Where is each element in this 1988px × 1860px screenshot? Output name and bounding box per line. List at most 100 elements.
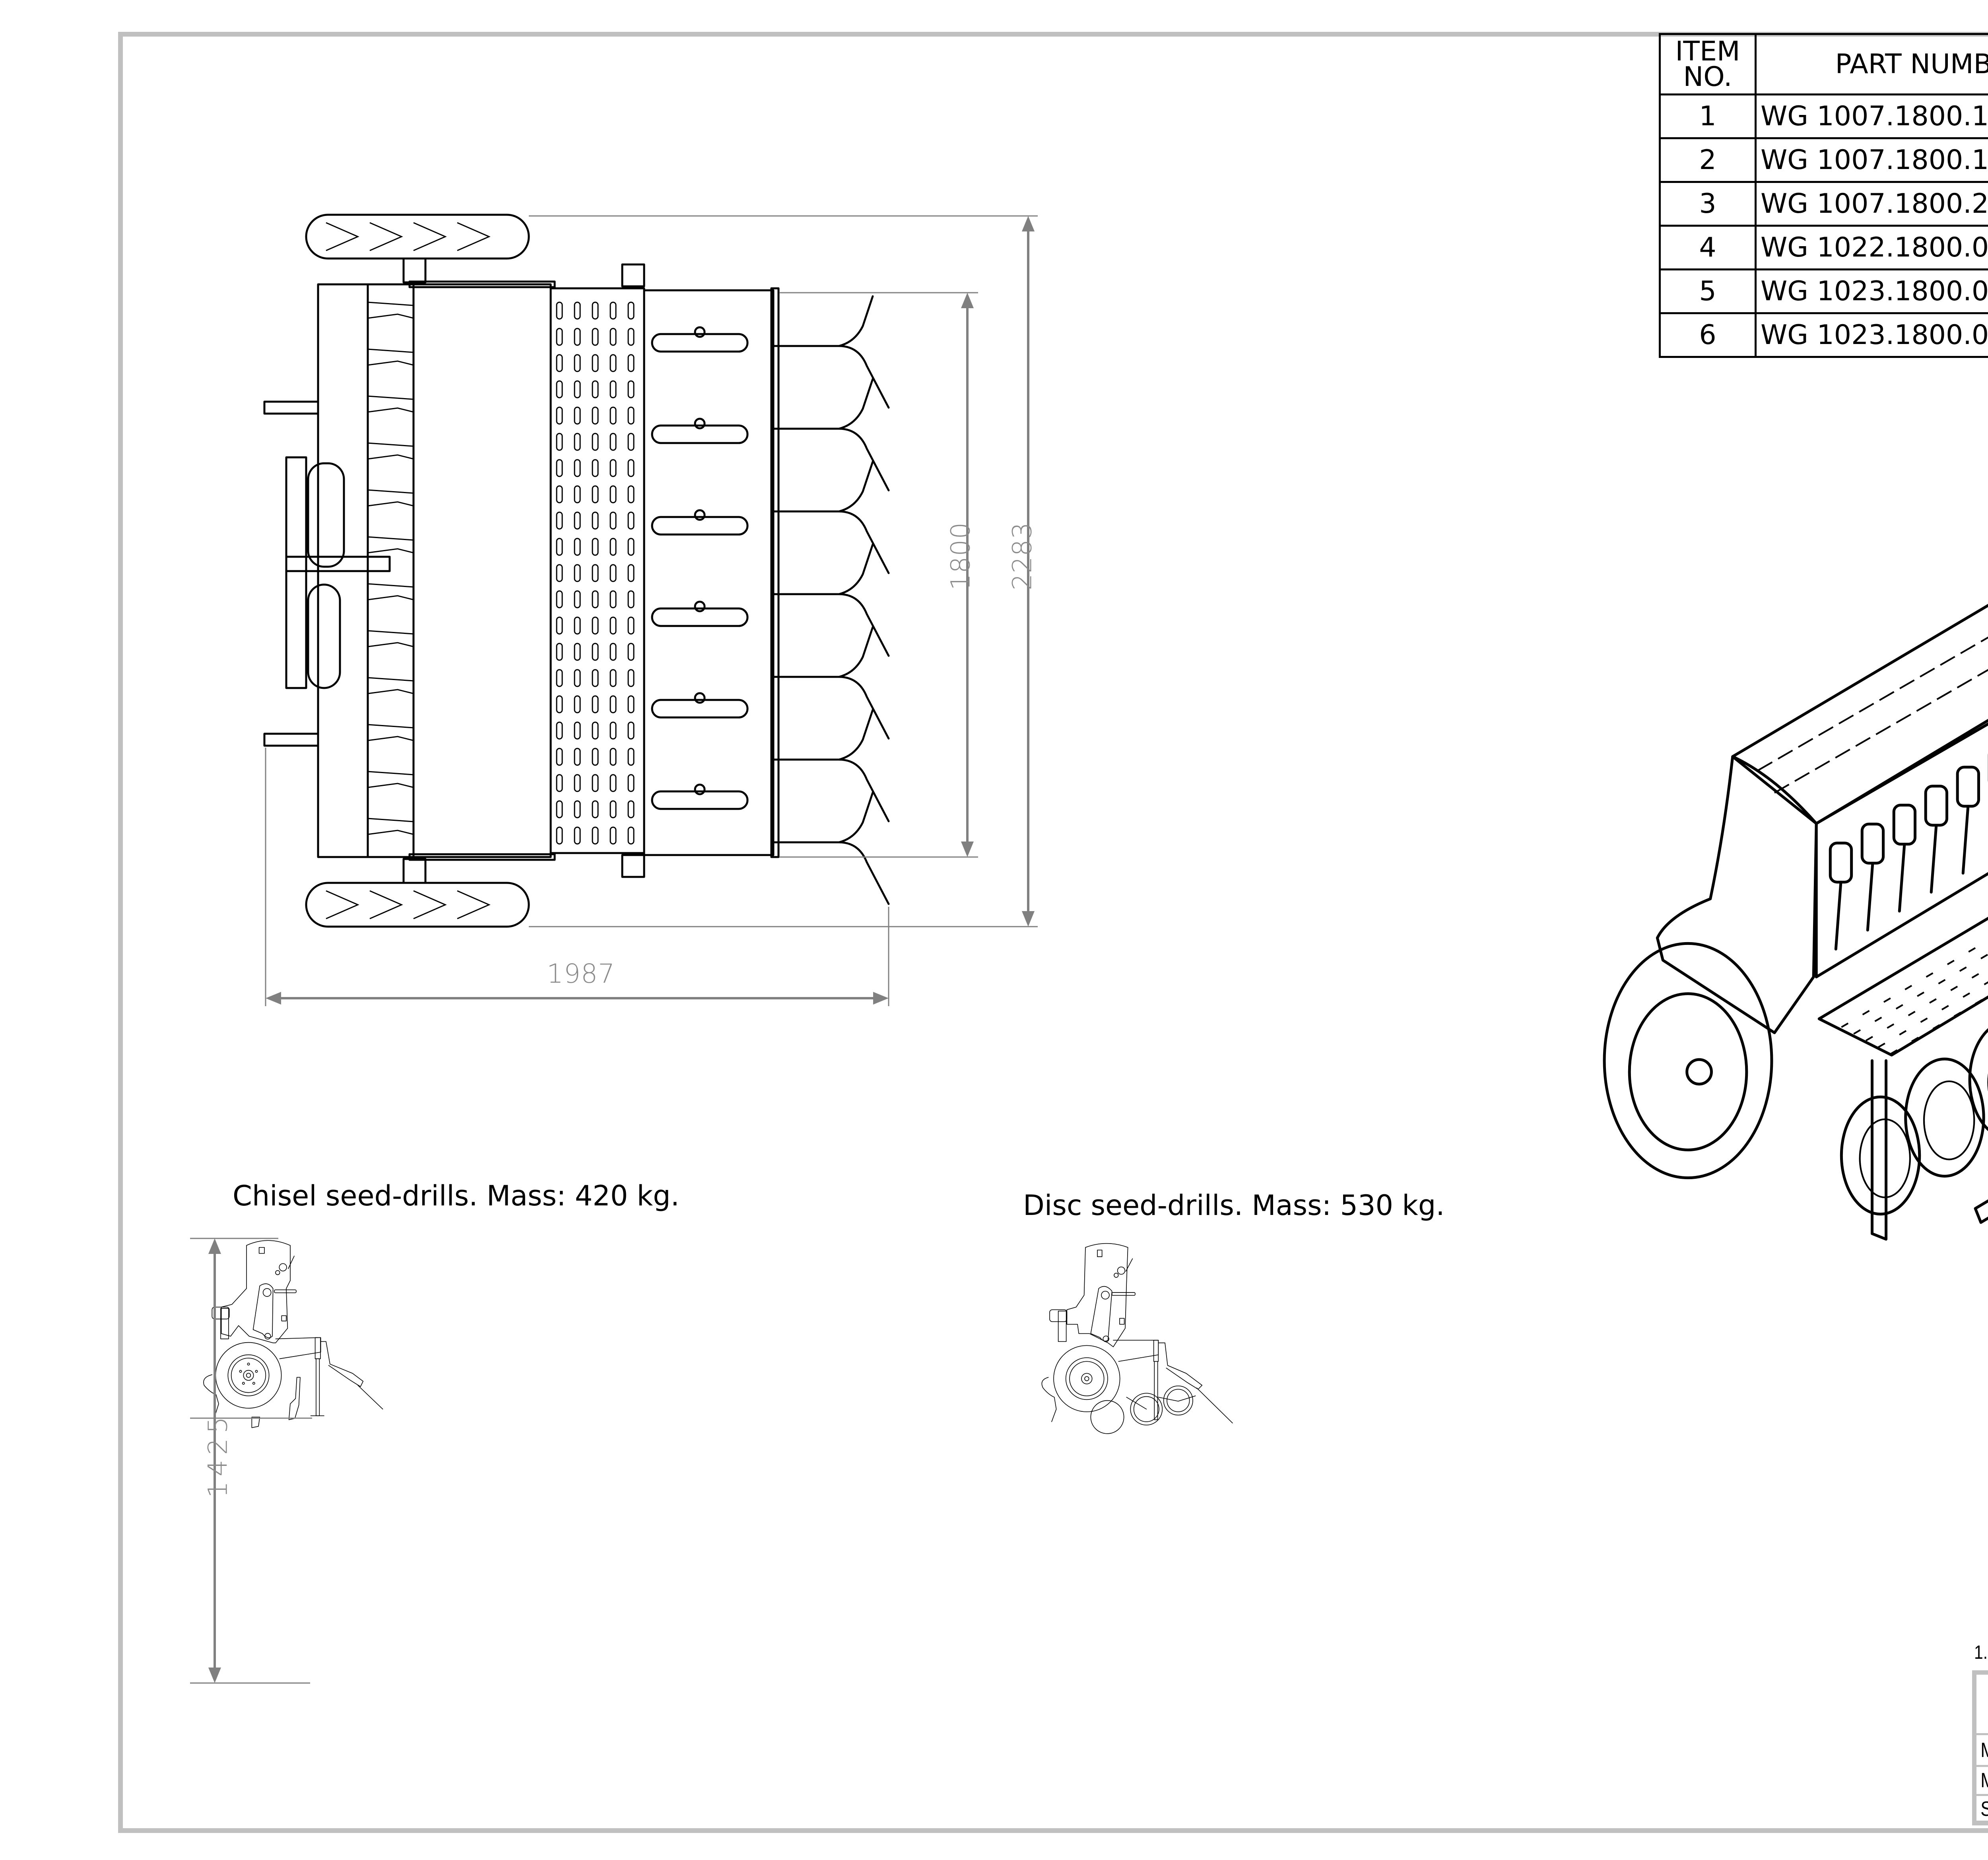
board-slot (556, 459, 563, 477)
board-slot (574, 695, 581, 713)
board-slot (1883, 997, 1891, 1003)
seed-tube (1834, 880, 1842, 950)
dimension-label-1987: 1987 (547, 958, 615, 989)
bom-row: 6WG 1023.1800.060Board1 (1659, 312, 1988, 358)
board-slot (1899, 1030, 1907, 1036)
board-slot (610, 406, 617, 425)
board-slot (574, 354, 581, 372)
board-slot (592, 511, 599, 530)
board-slot (1963, 992, 1971, 998)
coulter-outline (367, 348, 414, 366)
coulter-outline (367, 442, 414, 460)
top-view-disk-frame (643, 289, 775, 856)
board-slot (556, 669, 563, 687)
bom-cell-item: 6 (1659, 312, 1757, 358)
harrow-tine (772, 791, 890, 905)
board-slot (627, 538, 635, 556)
board-slot (1968, 947, 1976, 953)
board-slot (574, 748, 581, 766)
pressure-pad (651, 607, 749, 627)
pressure-pad (651, 699, 749, 719)
harrow-tine (772, 626, 890, 740)
bom-cell-item: 4 (1659, 225, 1757, 270)
board-slot (574, 721, 581, 740)
board-slot (1890, 1049, 1898, 1055)
board-slot (627, 590, 635, 608)
bom-row: 5WG 1023.1800.020Disk frame1 (1659, 268, 1988, 314)
board-slot (574, 590, 581, 608)
board-slot (610, 433, 617, 451)
board-slot (627, 669, 635, 687)
board-slot (592, 538, 599, 556)
board-slot (574, 406, 581, 425)
board-slot (1959, 966, 1967, 972)
dimension-1987 (265, 748, 889, 1006)
board-slot (1971, 973, 1979, 979)
company-name: Work Gadget (1976, 1684, 1988, 1724)
board-slot (556, 538, 563, 556)
board-slot (556, 590, 563, 608)
board-slot (1853, 1029, 1861, 1035)
board-slot (627, 564, 635, 582)
board-slot (556, 485, 563, 503)
board-slot (610, 748, 617, 766)
board-slot (574, 564, 581, 582)
board-slot (556, 695, 563, 713)
board-slot (627, 800, 635, 818)
pad-bolt (694, 601, 706, 612)
board-slot (627, 301, 635, 320)
board-slot (610, 669, 617, 687)
board-slot (592, 616, 599, 635)
mass-value: Mass: 525414.24, g. (1976, 1738, 1988, 1762)
board-slot (592, 485, 599, 503)
board-slot (1950, 985, 1958, 991)
board-slot (574, 328, 581, 346)
top-view-coulters (367, 301, 414, 835)
board-slot (592, 564, 599, 582)
coulter-outline (367, 301, 414, 319)
board-slot (1874, 1016, 1882, 1022)
board-slot (574, 511, 581, 530)
board-slot (610, 774, 617, 792)
board-slot (556, 511, 563, 530)
pad-bolt (694, 509, 706, 521)
board-slot (574, 485, 581, 503)
board-slot (574, 669, 581, 687)
bom-body: 1WG 1007.1800.130Sowing mechanism62WG 10… (1659, 93, 1988, 358)
coulter-outline (367, 818, 414, 835)
board-slot (610, 800, 617, 818)
board-slot (592, 800, 599, 818)
sowing-mechanism (1829, 842, 1853, 884)
harrow-tine (772, 461, 890, 574)
mass-cell: Mass: 525414.24, g. (1974, 1733, 1988, 1767)
board-slot (627, 774, 635, 792)
board-slot (627, 380, 635, 398)
board-slot (1895, 1004, 1903, 1010)
board-slot (592, 590, 599, 608)
board-slot (1866, 1036, 1873, 1042)
bom-row: 2WG 1007.1800.130-01Sowing mechanism6 (1659, 137, 1988, 183)
board-slot (627, 826, 635, 845)
coulter-outline (367, 771, 414, 788)
pressure-pad (651, 790, 749, 810)
board-slot (1984, 981, 1988, 985)
board-slot (592, 328, 599, 346)
board-slot (610, 301, 617, 320)
board-slot (1887, 1023, 1895, 1029)
board-slot (556, 354, 563, 372)
board-slot (610, 826, 617, 845)
board-slot (592, 695, 599, 713)
top-view-pressure-wheels (651, 326, 749, 810)
board-slot (610, 380, 617, 398)
disc-coulter (1904, 1057, 1985, 1178)
board-slot (556, 301, 563, 320)
company-cell: Work Gadget (1974, 1673, 1988, 1735)
board-slot (627, 695, 635, 713)
board-slot (610, 643, 617, 661)
board-slot (627, 406, 635, 425)
